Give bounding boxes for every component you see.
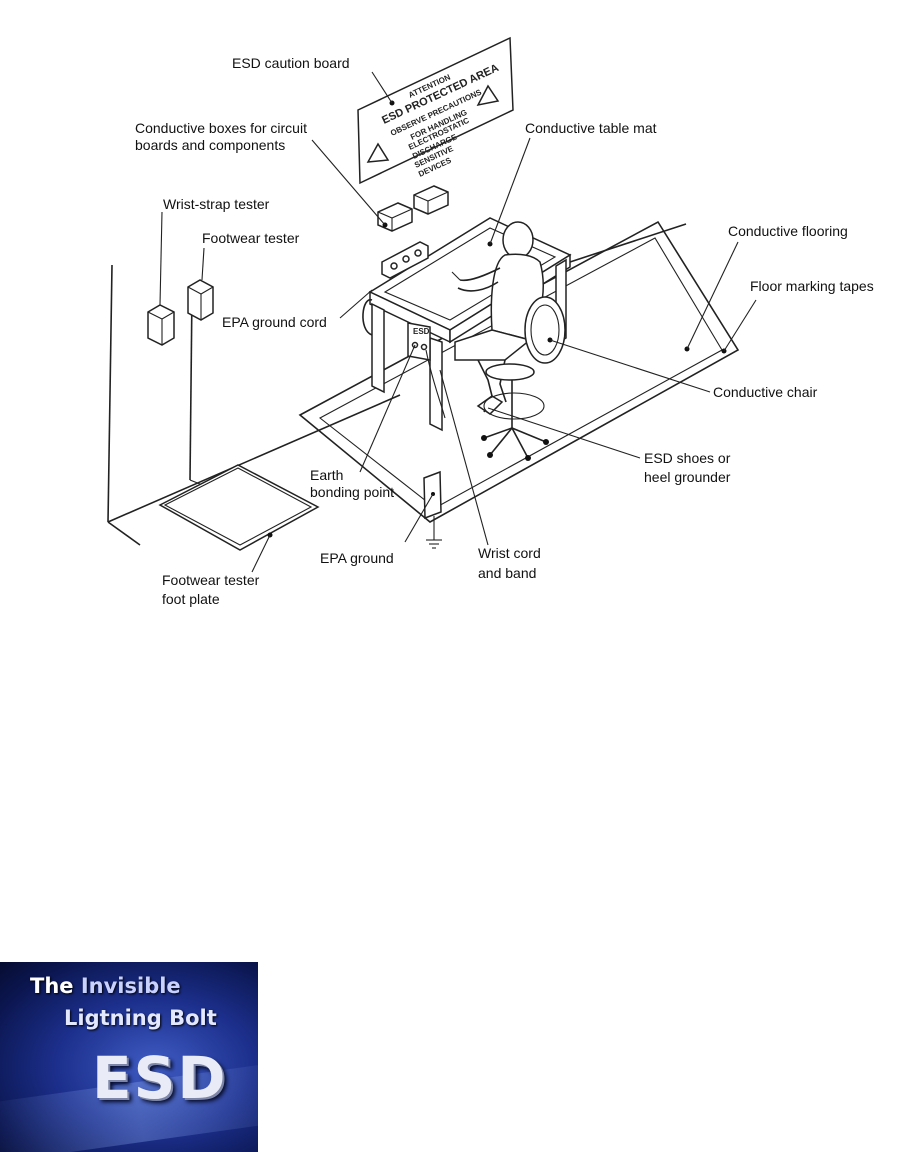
label-conductive-boxes-line2: boards and components xyxy=(135,137,285,153)
banner-word-invisible: Invisible xyxy=(80,974,181,998)
wrist-cord-line xyxy=(425,349,446,419)
banner-esd-logo: ESD xyxy=(92,1044,228,1112)
grounding-box-label: ESD xyxy=(413,327,430,336)
wrist-strap-tester xyxy=(147,304,175,346)
label-esd-shoes-line1: ESD shoes or xyxy=(644,450,731,466)
diagram-labels: ESD caution board Conductive boxes for c… xyxy=(135,55,874,607)
label-epa-ground-cord: EPA ground cord xyxy=(222,314,327,330)
label-conductive-table-mat: Conductive table mat xyxy=(525,120,657,136)
footwear-tester-foot-plate xyxy=(158,464,320,551)
label-conductive-boxes-line1: Conductive boxes for circuit xyxy=(135,120,307,136)
label-earth-bonding-line1: Earth xyxy=(310,467,343,483)
banner-word-the: The xyxy=(30,974,74,998)
banner-title-line2: Ligtning Bolt xyxy=(64,1006,217,1030)
footwear-tester xyxy=(187,279,214,321)
label-esd-shoes-line2: heel grounder xyxy=(644,469,731,485)
label-wrist-cord-line2: and band xyxy=(478,565,536,581)
label-epa-ground: EPA ground xyxy=(320,550,394,566)
label-wrist-cord-line1: Wrist cord xyxy=(478,545,541,561)
label-conductive-chair: Conductive chair xyxy=(713,384,818,400)
label-floor-marking-tapes: Floor marking tapes xyxy=(750,278,874,294)
conductive-chair xyxy=(481,296,566,461)
label-foot-plate-line2: foot plate xyxy=(162,591,220,607)
label-footwear-tester: Footwear tester xyxy=(202,230,300,246)
esd-warning-triangle-icon xyxy=(476,84,500,107)
label-conductive-flooring: Conductive flooring xyxy=(728,223,848,239)
invisible-lightning-bolt-banner: The Invisible Ligtning Bolt ESD xyxy=(0,962,258,1152)
label-earth-bonding-line2: bonding point xyxy=(310,484,394,500)
leader-lines xyxy=(159,71,757,573)
label-foot-plate-line1: Footwear tester xyxy=(162,572,260,588)
room-outline xyxy=(107,264,401,546)
label-esd-caution-board: ESD caution board xyxy=(232,55,350,71)
esd-warning-triangle-icon xyxy=(366,142,390,163)
conductive-boxes xyxy=(377,185,449,232)
epa-ground-cord-line xyxy=(362,299,373,336)
esd-workstation-diagram: ATTENTION ESD PROTECTED AREA OBSERVE PRE… xyxy=(107,36,874,607)
epa-ground-plate xyxy=(423,470,442,549)
banner-title-line1: The Invisible xyxy=(30,974,181,998)
esd-caution-board: ATTENTION ESD PROTECTED AREA OBSERVE PRE… xyxy=(357,36,514,185)
label-wrist-strap-tester: Wrist-strap tester xyxy=(163,196,270,212)
